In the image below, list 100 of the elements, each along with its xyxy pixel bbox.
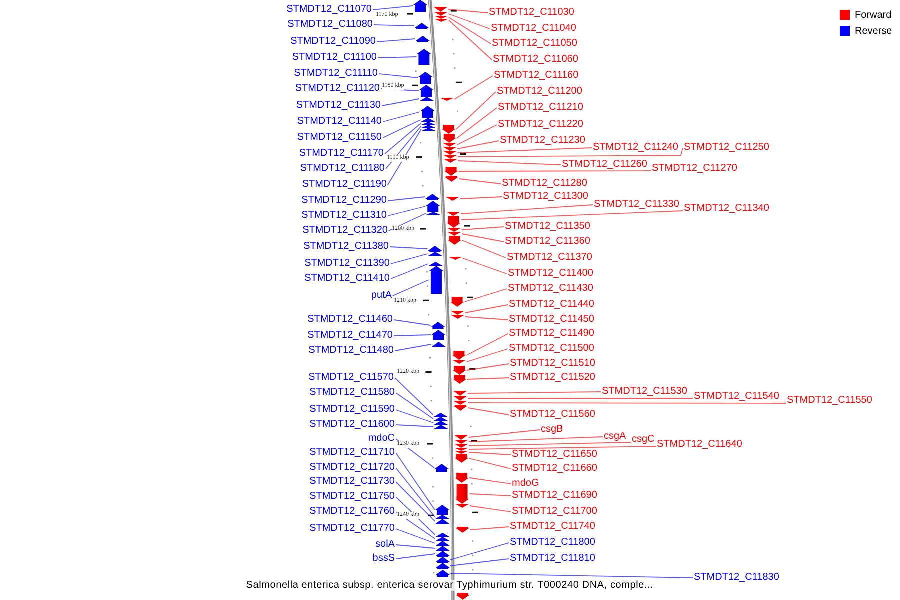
leader-line [396,392,434,420]
gene-block [454,448,469,451]
gene-block [454,401,468,405]
leader-line [468,458,512,470]
gene-label: STMDT12_C11490 [509,328,594,338]
gene-block [446,216,461,228]
leader-line [469,494,512,496]
gene-block [444,159,458,163]
leader-line [464,288,508,302]
leader-line [462,258,508,274]
gene-block [444,167,458,176]
gene-block [436,557,450,563]
gene-block [446,197,460,201]
gene-label: STMDT12_C11260 [562,158,648,170]
leader-line [396,410,434,424]
leader-line [448,9,488,14]
gene-label: STMDT12_C11100 [292,52,377,62]
leader-line [450,542,510,560]
gene-label: STMDT12_C11690 [512,490,598,500]
leader-line [466,348,508,362]
gene-block [426,194,440,200]
gene-label: csgC [632,434,655,444]
leader-line [394,320,432,326]
leader-line [467,392,602,394]
gene-block [419,85,434,97]
gene-block [448,236,462,245]
gene-label: STMDT12_C11250 [684,142,770,152]
gene-block [436,563,450,569]
leader-line [396,554,436,560]
gene-label: STMDT12_C11300 [503,190,588,202]
gene-label: STMDT12_C11810 [510,552,596,564]
leader-line [468,442,632,446]
gene-block [456,527,470,533]
leader-line [468,446,656,450]
gene-block [454,405,468,411]
gene-block [450,315,465,319]
leader-line [396,528,436,544]
gene-block [432,342,446,347]
leader-line [456,124,498,146]
gene-label: STMDT12_C11060 [493,54,578,64]
leader-line [458,160,562,166]
leader-line [448,14,490,30]
leader-line [388,206,426,216]
leader-line [378,74,419,78]
gene-block [436,546,450,551]
gene-block [454,435,468,440]
gene-label: putA [371,290,392,300]
leader-line [396,544,436,549]
gene-label: STMDT12_C11660 [512,462,598,474]
gene-block [434,413,448,417]
leader-line [392,280,430,296]
gene-block [453,391,468,396]
gene-block [452,366,467,375]
gene-label: STMDT12_C11520 [510,372,596,382]
leader-line [448,17,492,44]
leader-line [396,468,436,518]
gene-label: csgA [604,430,626,442]
gene-label: STMDT12_C11110 [294,68,378,78]
leader-line [390,254,428,264]
gene-label: STMDT12_C11280 [502,178,588,188]
leader-line [372,6,414,10]
gene-label: STMDT12_C11770 [310,522,395,534]
gene-label: STMDT12_C11230 [500,134,586,146]
leader-line [456,108,498,139]
gene-label: STMDT12_C11370 [507,252,592,262]
gene-block [422,128,436,131]
gene-block [432,330,446,340]
leader-line [450,558,510,566]
gene-block [416,36,430,42]
gene-label: STMDT12_C11540 [694,390,780,402]
gene-label: mdoG [512,478,540,488]
legend-label: Reverse [855,26,892,36]
gene-label: STMDT12_C11320 [302,224,388,236]
gene-label: STMDT12_C11470 [308,330,393,340]
gene-label: csgB [541,424,564,434]
leader-line [384,123,422,154]
gene-label: STMDT12_C11170 [299,148,384,158]
gene-label: STMDT12_C11330 [594,198,680,210]
gene-block [448,257,463,260]
gene-label: STMDT12_C11510 [510,358,596,368]
gene-block [428,246,442,252]
leader-line [390,246,428,250]
gene-label: mdoC [368,432,395,444]
leader-line [454,76,494,100]
gene-block [443,151,458,155]
leader-line [390,264,429,280]
leader-line [469,478,512,484]
leader-line [382,112,421,122]
gene-block [442,125,456,134]
gene-label: bssS [372,552,395,564]
gene-label: STMDT12_C11750 [310,490,395,502]
gene-block [455,473,470,483]
gene-label: STMDT12_C11570 [308,372,394,382]
legend-label: Forward [855,10,892,20]
gene-label: STMDT12_C11140 [297,116,382,126]
gene-label: STMDT12_C11050 [492,38,578,48]
leader-line [396,424,434,428]
leader-line [462,234,504,242]
leader-line [394,344,432,352]
leader-line [460,204,594,214]
